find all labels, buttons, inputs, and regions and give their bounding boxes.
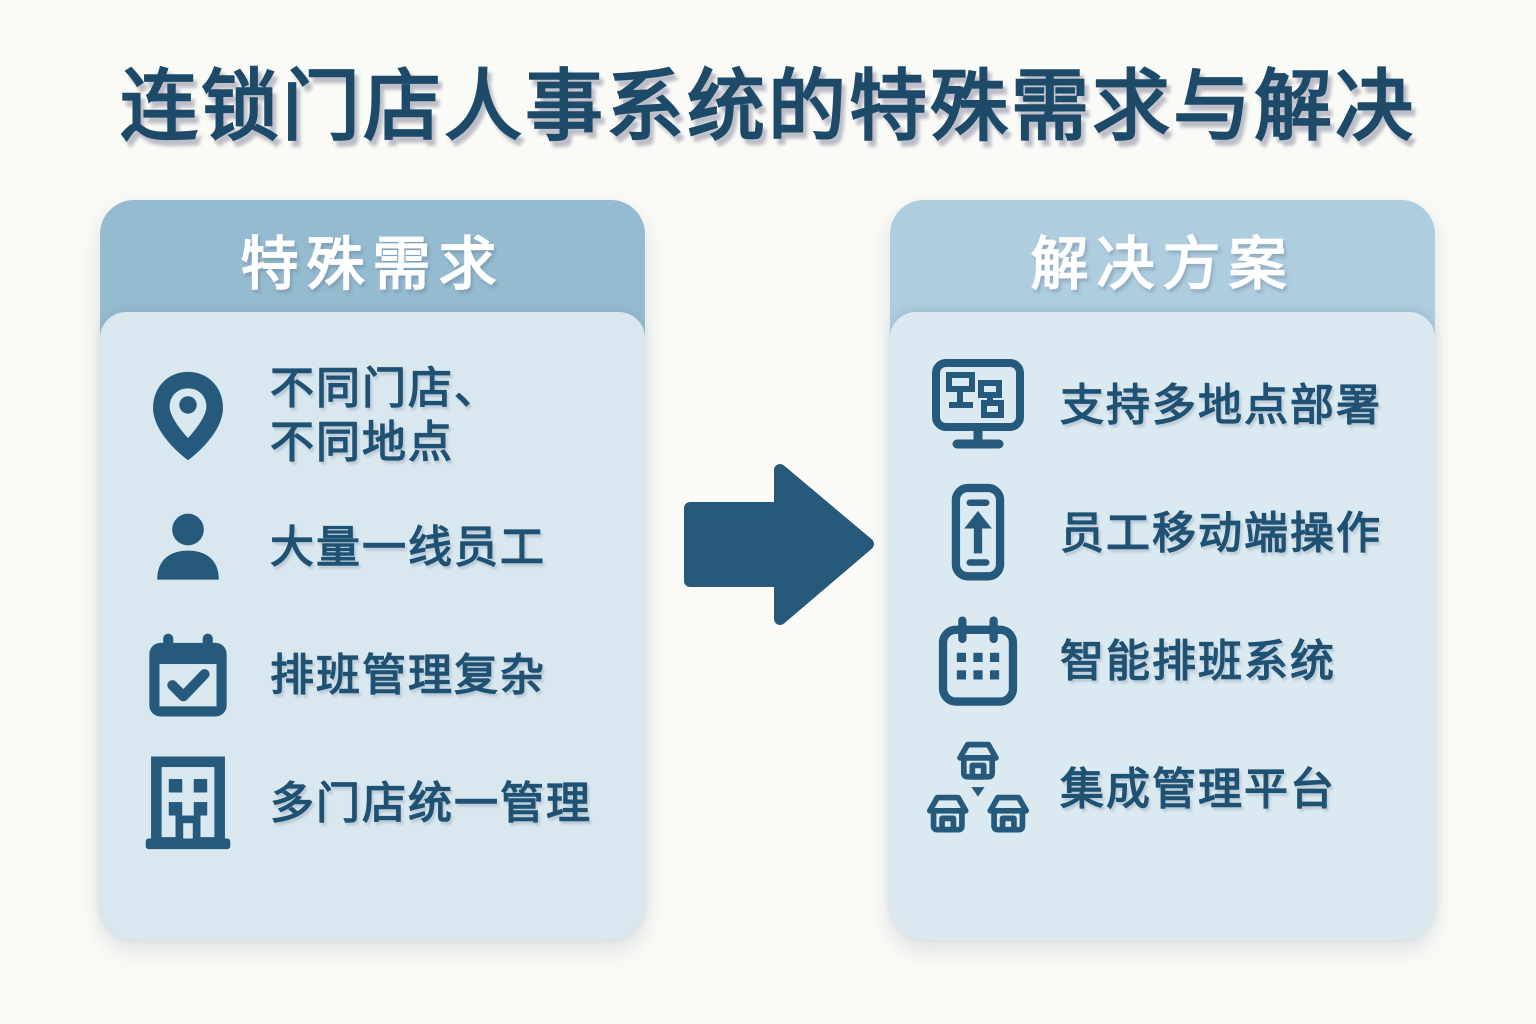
location-pin-icon <box>136 361 240 471</box>
list-item-label: 集成管理平台 <box>1060 765 1336 815</box>
special-needs-panel: 特殊需求 不同门店、不同地点 <box>100 200 645 940</box>
solutions-header: 解决方案 <box>1030 232 1295 297</box>
solutions-panel: 解决方案 支持多地点部署 <box>890 200 1435 940</box>
list-item: 智能排班系统 <box>926 612 1401 712</box>
list-item-label: 多门店统一管理 <box>270 779 592 829</box>
list-item-label: 大量一线员工 <box>270 523 546 573</box>
right-arrow-icon <box>676 442 876 647</box>
person-icon <box>136 493 240 603</box>
list-item-label: 不同门店、不同地点 <box>270 362 500 469</box>
store-network-icon <box>926 735 1030 845</box>
list-item: 集成管理平台 <box>926 740 1401 840</box>
label-line-1: 不同门店、 <box>270 364 500 414</box>
list-item: 大量一线员工 <box>136 498 611 598</box>
list-item: 排班管理复杂 <box>136 626 611 726</box>
label-line-2: 不同地点 <box>270 418 454 467</box>
calendar-grid-icon <box>926 607 1030 717</box>
building-icon <box>136 749 240 859</box>
list-item: 不同门店、不同地点 <box>136 356 611 476</box>
special-needs-body: 不同门店、不同地点 大量一线员工 <box>100 312 645 940</box>
special-needs-header: 特殊需求 <box>240 232 505 297</box>
solutions-body: 支持多地点部署 员工移动端操作 <box>890 312 1435 940</box>
list-item-label: 员工移动端操作 <box>1060 509 1382 559</box>
list-item-label: 智能排班系统 <box>1060 637 1336 687</box>
list-item: 多门店统一管理 <box>136 754 611 854</box>
list-item: 员工移动端操作 <box>926 483 1401 584</box>
list-item-label: 排班管理复杂 <box>270 651 546 701</box>
calendar-check-icon <box>136 621 240 731</box>
list-item-label: 支持多地点部署 <box>1060 381 1382 431</box>
monitor-sitemap-icon <box>926 351 1030 461</box>
list-item: 支持多地点部署 <box>926 356 1401 456</box>
page-title: 连锁门店人事系统的特殊需求与解决 <box>119 62 1416 150</box>
phone-upload-icon <box>926 479 1030 589</box>
